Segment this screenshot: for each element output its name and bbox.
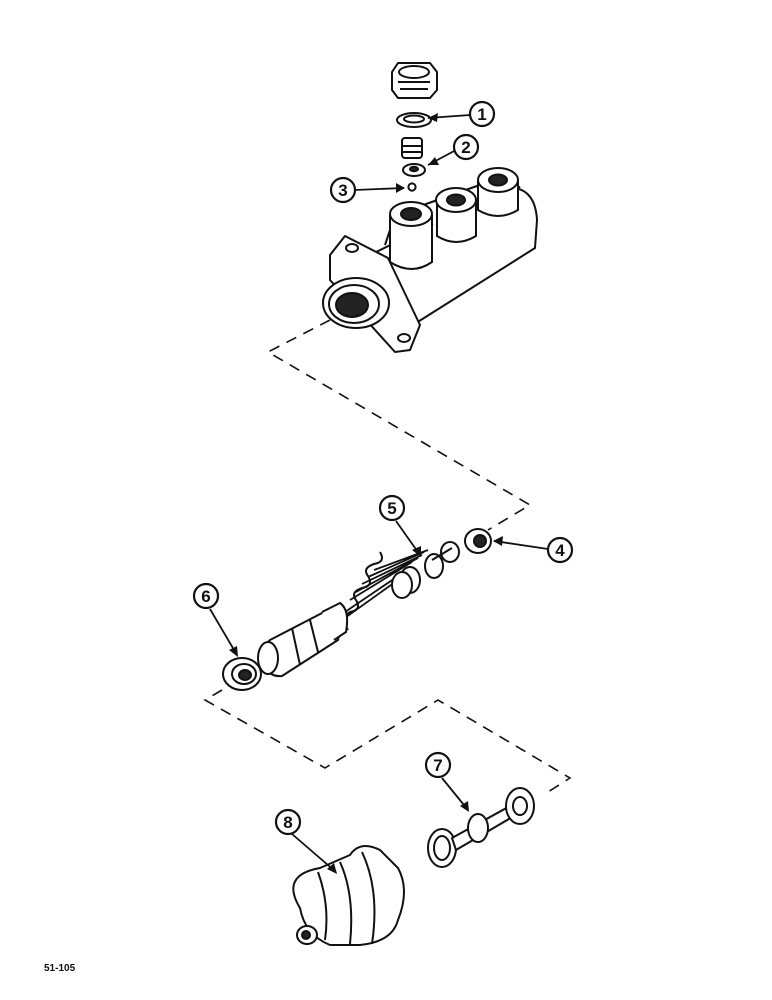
- callout-8: 8: [274, 808, 337, 874]
- return-spring: [341, 549, 429, 631]
- callout-3-label: 3: [338, 181, 347, 200]
- check-ball: [407, 182, 417, 192]
- cup-seal: [222, 657, 262, 691]
- figure-reference-code: 51-105: [44, 963, 76, 974]
- assembly-dashed-line-lower: [203, 689, 572, 793]
- end-seal: [464, 528, 492, 554]
- callout-4: 4: [493, 536, 574, 564]
- callout-2: 2: [427, 133, 480, 166]
- callout-3: 3: [329, 176, 405, 204]
- master-cylinder-body: [322, 167, 538, 353]
- callout-8-label: 8: [283, 813, 292, 832]
- callout-6: 6: [192, 582, 238, 657]
- fitting-nut: [391, 62, 438, 99]
- pushrod: [427, 787, 535, 868]
- callout-7: 7: [424, 751, 469, 812]
- callout-4-label: 4: [555, 541, 565, 560]
- seal-washer: [396, 112, 432, 128]
- callout-5-label: 5: [387, 499, 396, 518]
- callout-1: 1: [427, 100, 496, 128]
- piston-spring-assembly: [257, 541, 460, 678]
- callout-7-label: 7: [433, 756, 442, 775]
- dust-boot: [292, 845, 405, 946]
- callout-1-label: 1: [477, 105, 486, 124]
- callout-6-label: 6: [201, 587, 210, 606]
- callout-5: 5: [378, 494, 421, 557]
- valve-seat: [402, 163, 426, 177]
- valve-fitting: [401, 137, 423, 159]
- callout-2-label: 2: [461, 138, 470, 157]
